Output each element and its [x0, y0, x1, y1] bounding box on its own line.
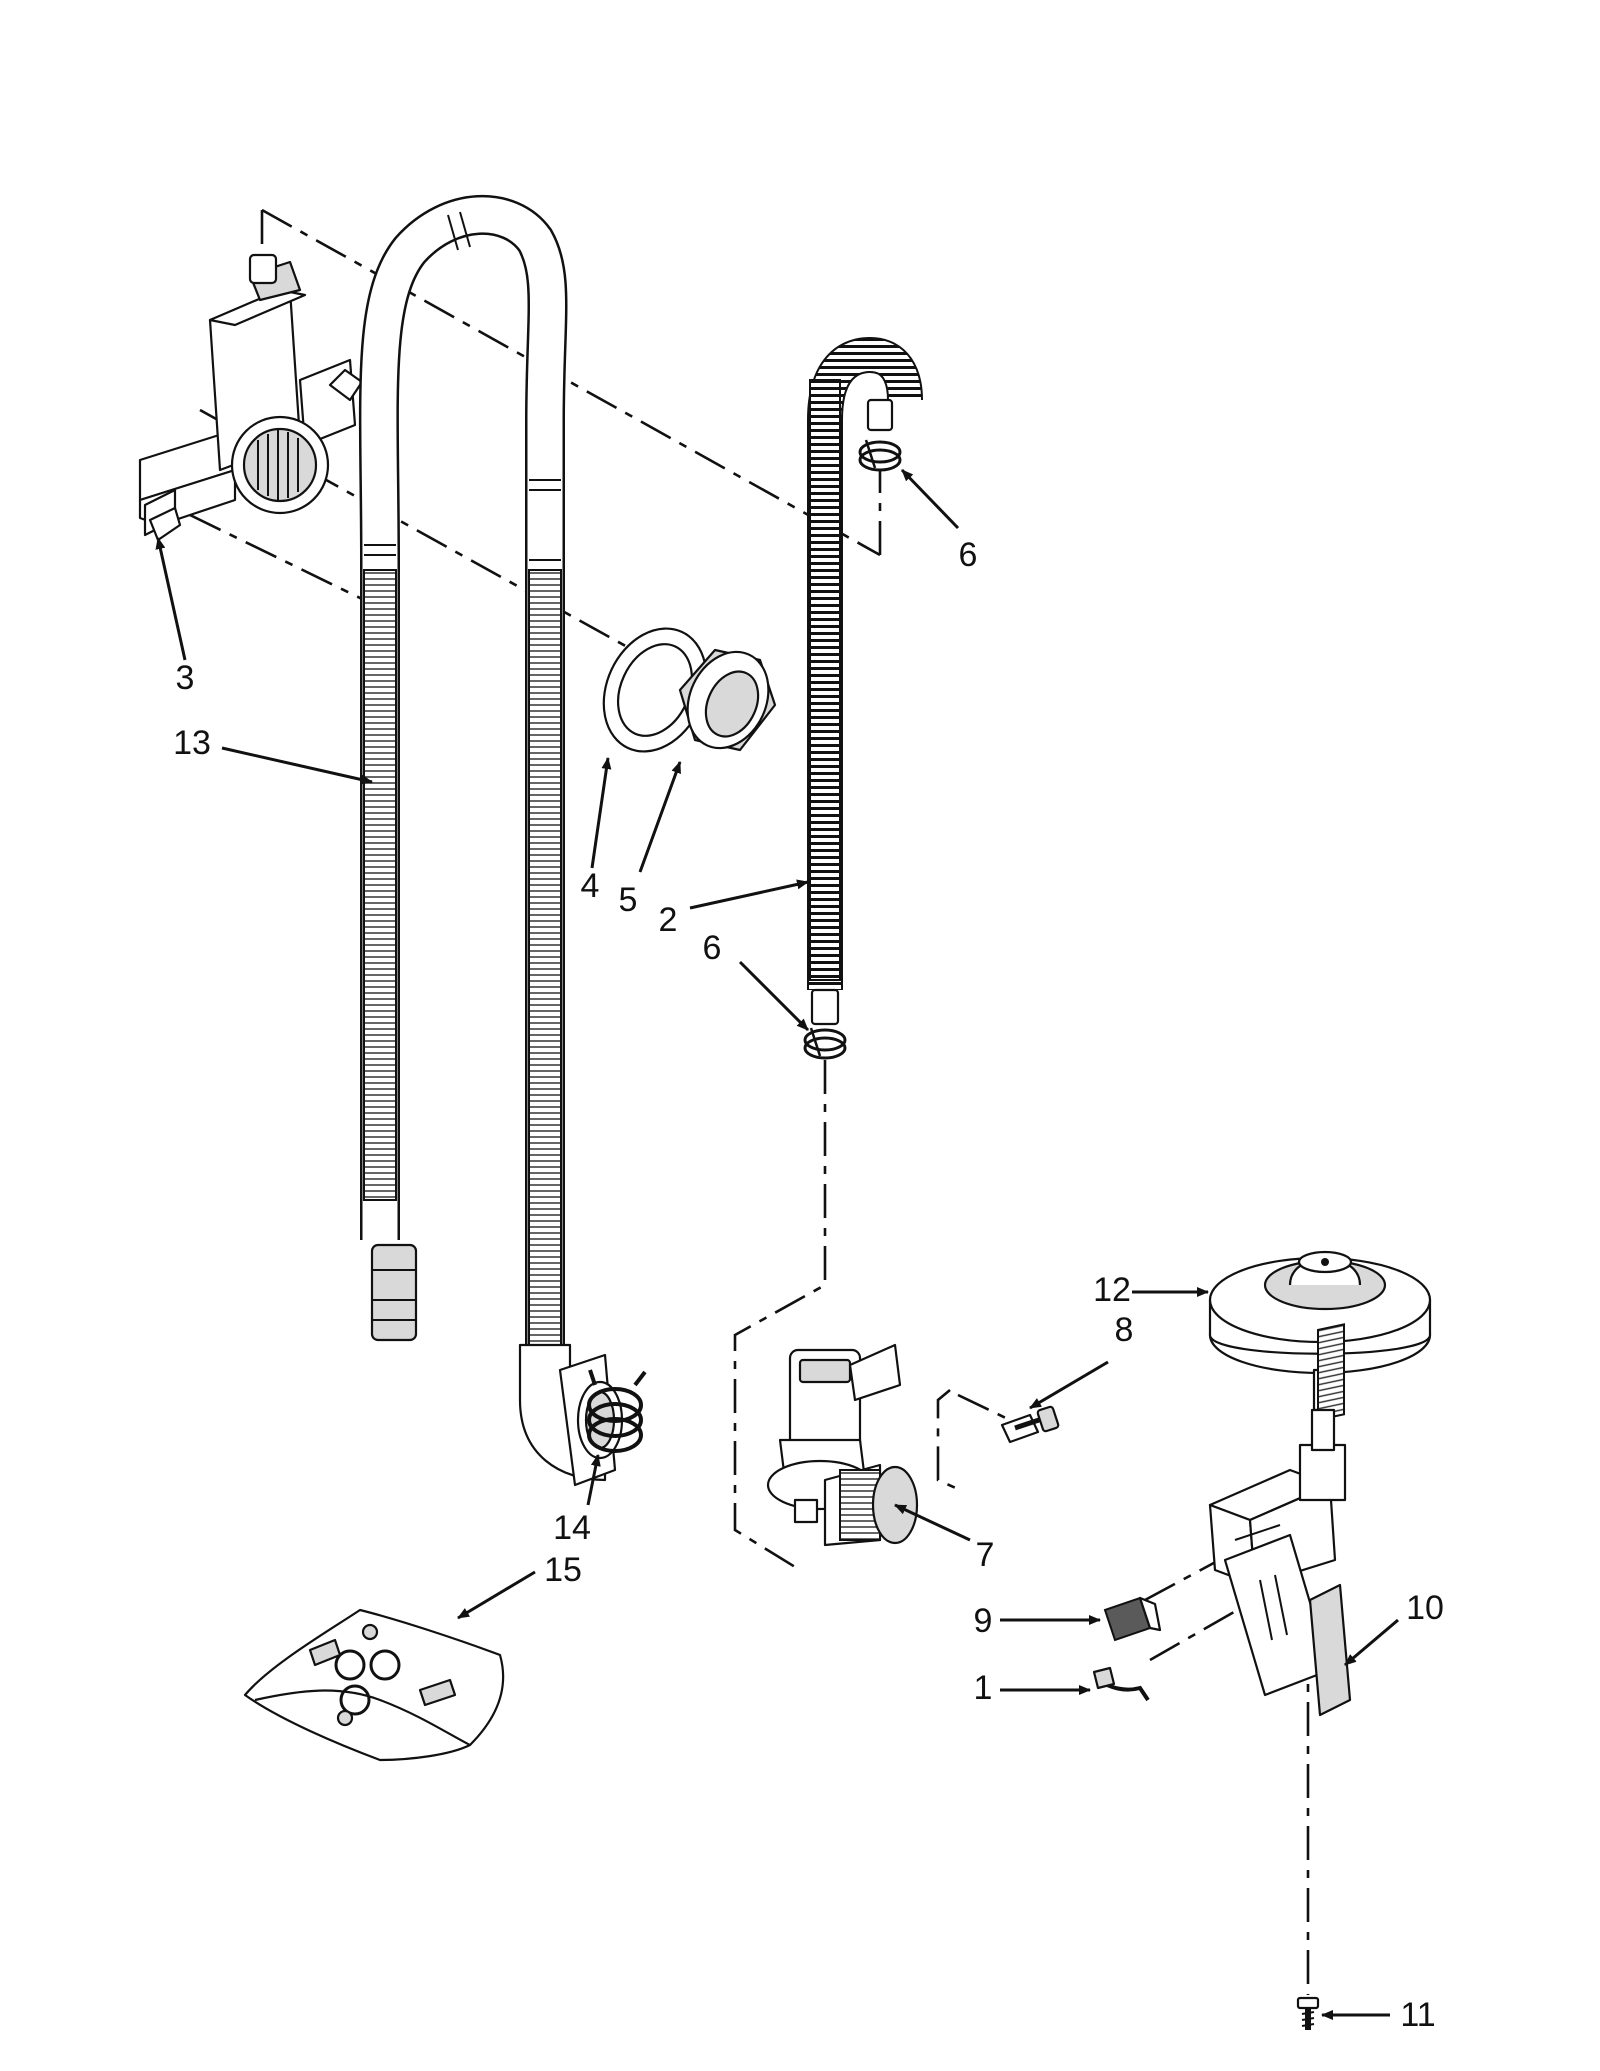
callout-6-lower: 6 — [703, 929, 722, 967]
callout-2: 2 — [659, 901, 678, 939]
leader-lines — [155, 468, 1399, 2020]
part-2-fill-hose — [807, 336, 923, 1026]
callout-15: 15 — [544, 1551, 582, 1589]
callout-10: 10 — [1406, 1589, 1444, 1627]
callout-11: 11 — [1400, 1996, 1435, 2034]
part-5-nut — [678, 648, 777, 752]
part-14-clamp — [587, 1369, 647, 1453]
callout-1: 1 — [974, 1669, 993, 1707]
callout-3: 3 — [176, 659, 195, 697]
part-12-float — [1208, 1250, 1432, 1412]
part-15-hardware-kit — [243, 1608, 505, 1762]
part-3-drain-bracket — [138, 253, 364, 542]
part-13-drain-hose — [358, 194, 624, 1487]
part-6-hose-clamp-lower — [803, 1027, 847, 1060]
part-11-screw — [1296, 1996, 1320, 2030]
callout-5: 5 — [619, 881, 638, 919]
callout-14: 14 — [553, 1509, 591, 1547]
callout-6-upper: 6 — [959, 536, 978, 574]
part-1-terminal — [1092, 1666, 1150, 1702]
part-7-water-valve — [766, 1343, 919, 1547]
part-10-switch-bracket — [1208, 1323, 1352, 1717]
part-9-switch — [1103, 1596, 1162, 1642]
callout-4: 4 — [581, 867, 600, 905]
callout-8: 8 — [1115, 1311, 1134, 1349]
part-8-screw — [1000, 1405, 1060, 1444]
callout-13: 13 — [173, 724, 211, 762]
callout-9: 9 — [974, 1602, 993, 1640]
callout-7: 7 — [976, 1536, 995, 1574]
callout-labels: 3 13 4 5 2 6 6 7 8 12 9 1 10 11 14 15 — [173, 536, 1444, 2034]
part-6-hose-clamp-upper — [858, 439, 902, 472]
callout-12: 12 — [1093, 1271, 1131, 1309]
